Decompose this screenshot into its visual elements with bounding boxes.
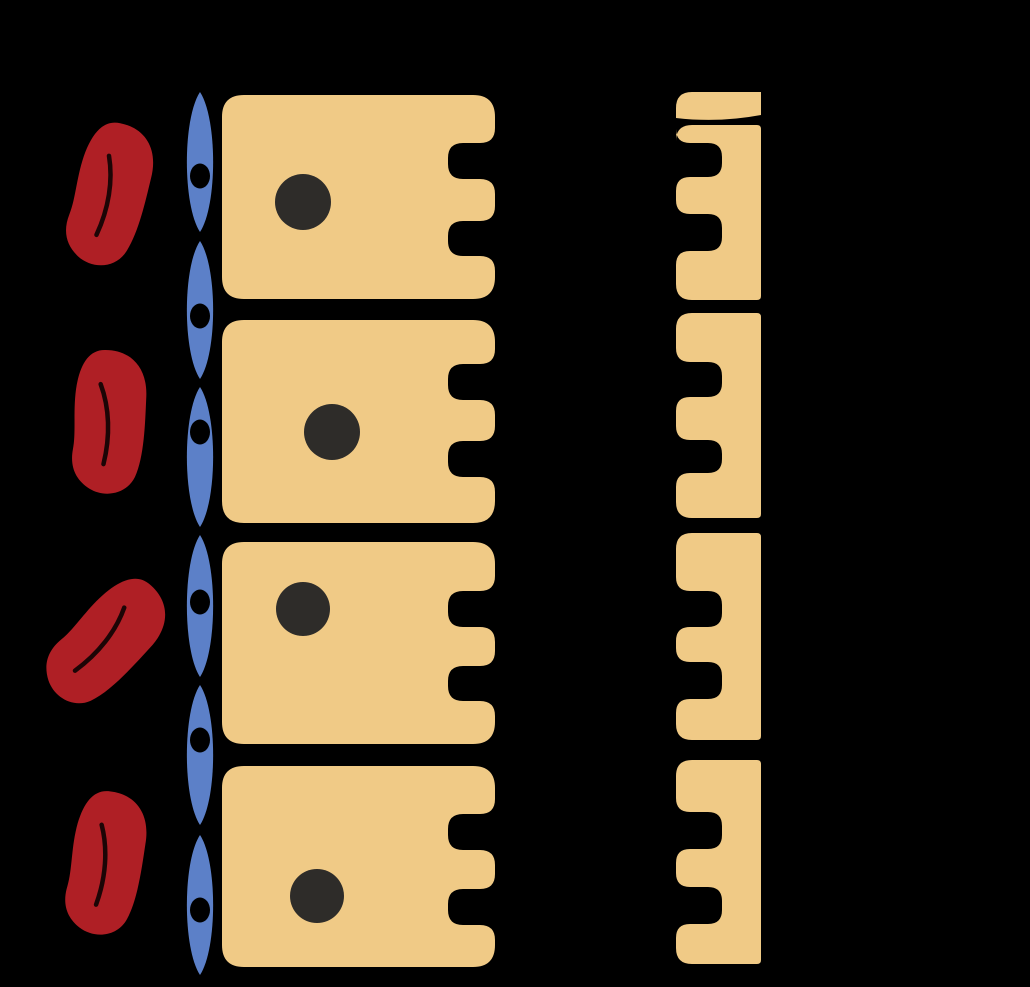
epithelial-cell-left [222, 320, 495, 523]
epithelial-cell-right [676, 533, 761, 740]
epithelial-cell-body [676, 313, 761, 518]
epithelial-cell-nucleus [275, 174, 331, 230]
epithelial-cell-body [676, 533, 761, 740]
endothelial-cell [186, 241, 214, 379]
endothelial-cell [186, 387, 214, 527]
endothelial-cell-nucleus [190, 589, 210, 615]
epithelial-cell-right [676, 760, 761, 964]
endothelial-cell-nucleus [190, 419, 210, 445]
epithelial-cell-left [222, 766, 495, 967]
endothelial-cell [186, 685, 214, 825]
epithelial-cell-body [222, 95, 495, 299]
epithelial-cell-left [222, 95, 495, 299]
red-blood-cell-fold-line [94, 153, 113, 238]
red-blood-cell [65, 791, 147, 935]
endothelial-cell-nucleus [190, 163, 210, 189]
endothelial-cell-body [186, 92, 214, 232]
endothelial-cell [186, 535, 214, 677]
epithelial-cell-body [676, 125, 761, 300]
epithelial-cell-body [222, 320, 495, 523]
endothelial-cell [186, 835, 214, 975]
red-blood-cell-fold-line [72, 605, 127, 673]
epithelial-cell-body [222, 766, 495, 967]
red-blood-cell-fold-line [93, 822, 108, 907]
epithelial-cell-nucleus [304, 404, 360, 460]
epithelial-cell-cap [676, 92, 761, 120]
endothelial-cell [186, 92, 214, 232]
red-blood-cell [72, 349, 147, 494]
epithelial-cell-right [676, 313, 761, 518]
red-blood-cell [46, 578, 166, 704]
red-blood-cell-fold-line [98, 381, 111, 467]
epithelial-cell-left [222, 542, 495, 744]
epithelial-cell-right [676, 125, 761, 300]
red-blood-cell [66, 122, 154, 266]
endothelial-cell-body [186, 685, 214, 825]
endothelial-cell-nucleus [190, 727, 210, 753]
epithelial-cell-body [676, 760, 761, 964]
endothelial-cell-nucleus [190, 303, 210, 329]
epithelial-cell-body [222, 542, 495, 744]
epithelial-cell-nucleus [276, 582, 330, 636]
endothelial-cell-body [186, 387, 214, 527]
endothelial-cell-nucleus [190, 897, 210, 923]
epithelial-cell-nucleus [290, 869, 344, 923]
